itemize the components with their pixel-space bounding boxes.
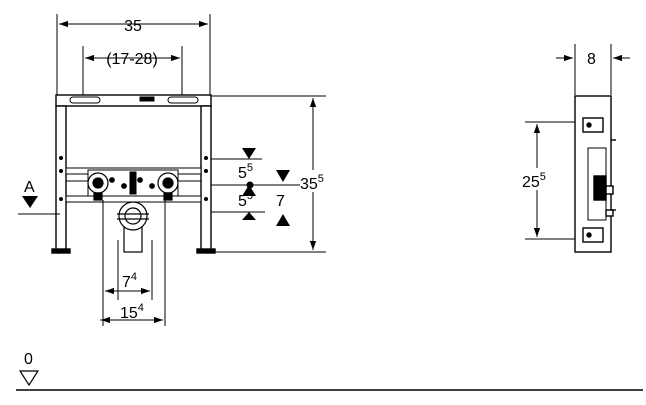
top-rail-brackets — [69, 96, 199, 104]
section-marker-arrow — [22, 196, 38, 208]
upper-offset-dimension — [242, 148, 256, 196]
side-view: 8 255 — [522, 44, 630, 253]
inner-width-label: 74 — [122, 271, 137, 291]
side-height-label: 255 — [522, 171, 546, 191]
width-label: 35 — [124, 18, 142, 35]
water-connection-right — [157, 172, 179, 201]
lower-offset-dimension — [242, 212, 256, 220]
section-marker-label: A — [24, 179, 35, 196]
adjust-range-dimension — [82, 46, 183, 96]
depth-label: 8 — [587, 51, 596, 68]
floor-level-marker — [18, 370, 40, 387]
bottom-dimensions — [100, 200, 166, 326]
drain-elbow — [117, 201, 149, 253]
outer-width-label: 154 — [120, 302, 144, 322]
pipe-gap-dimension — [276, 170, 290, 226]
water-connection-left — [87, 172, 109, 201]
floor-level: 0 — [16, 351, 643, 391]
upright-tabs — [59, 156, 208, 201]
pipe-gap-label: 7 — [276, 193, 285, 210]
upper-offset-label: 55 — [238, 162, 253, 182]
height-label: 355 — [300, 173, 324, 193]
floor-level-label: 0 — [24, 351, 33, 368]
lower-offset-label: 55 — [238, 190, 253, 210]
side-reference-lines — [525, 121, 575, 240]
front-view: 35 (17-28) — [18, 14, 330, 326]
width-dimension — [56, 14, 211, 96]
adjust-range-label: (17-28) — [106, 51, 158, 68]
depth-dimension — [556, 44, 630, 95]
side-frame — [574, 95, 616, 253]
